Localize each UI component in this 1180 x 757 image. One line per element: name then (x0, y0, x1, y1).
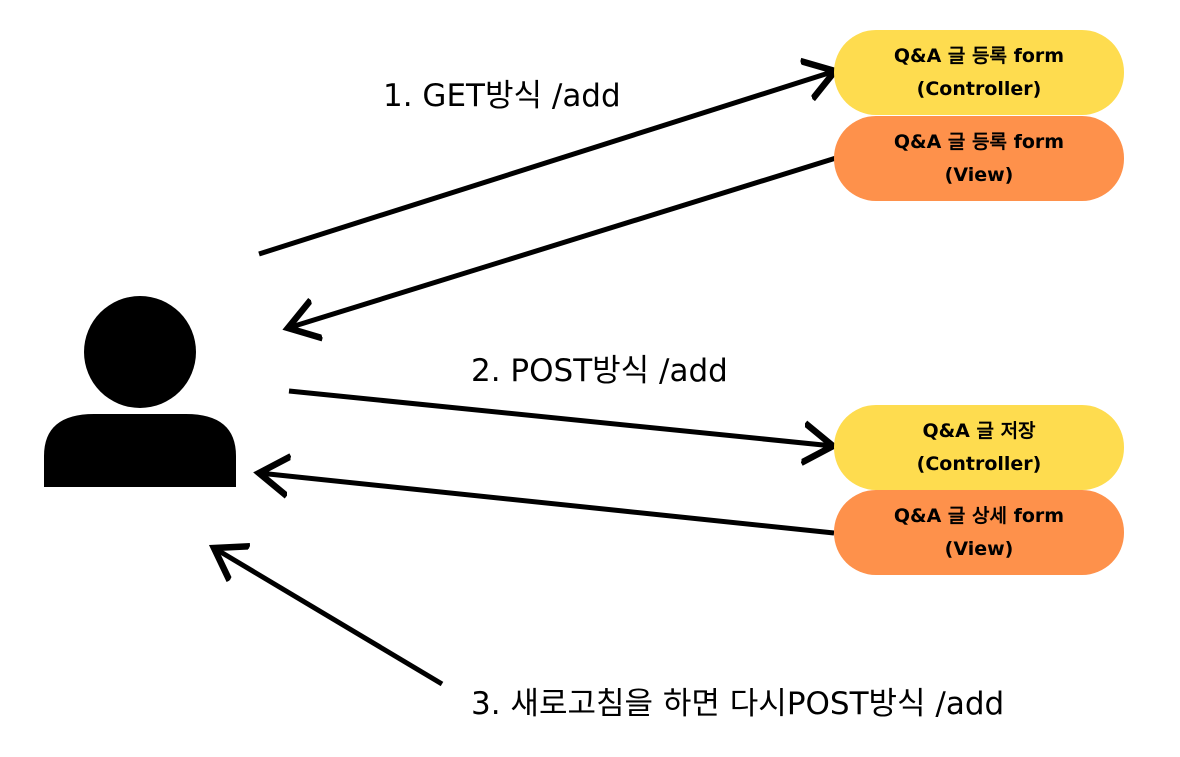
box-title: Q&A 글 저장 (922, 419, 1036, 442)
arrow-post-request (288, 388, 833, 446)
box-title: Q&A 글 등록 form (893, 130, 1065, 153)
box-subtitle: (View) (944, 163, 1014, 186)
add-form-view-box: Q&A 글 등록 form (View) (834, 116, 1124, 201)
save-controller-box: Q&A 글 저장 (Controller) (834, 405, 1124, 490)
box-subtitle: (Controller) (916, 452, 1042, 475)
step-1-label: 1. GET방식 /add (383, 78, 621, 114)
box-subtitle: (Controller) (916, 77, 1042, 100)
detail-form-view-box: Q&A 글 상세 form (View) (834, 490, 1124, 575)
box-subtitle: (View) (944, 537, 1014, 560)
arrow-add-view-response (288, 155, 837, 328)
add-form-controller-box: Q&A 글 등록 form (Controller) (834, 30, 1124, 115)
arrow-refresh-repost (214, 548, 444, 687)
box-title: Q&A 글 상세 form (893, 504, 1065, 527)
box-title: Q&A 글 등록 form (893, 44, 1065, 67)
step-2-label: 2. POST방식 /add (471, 353, 728, 389)
step-3-label: 3. 새로고침을 하면 다시POST방식 /add (471, 686, 1005, 722)
user-icon (44, 296, 236, 487)
arrow-detail-view-response (259, 473, 835, 536)
arrow-get-request (258, 71, 835, 257)
